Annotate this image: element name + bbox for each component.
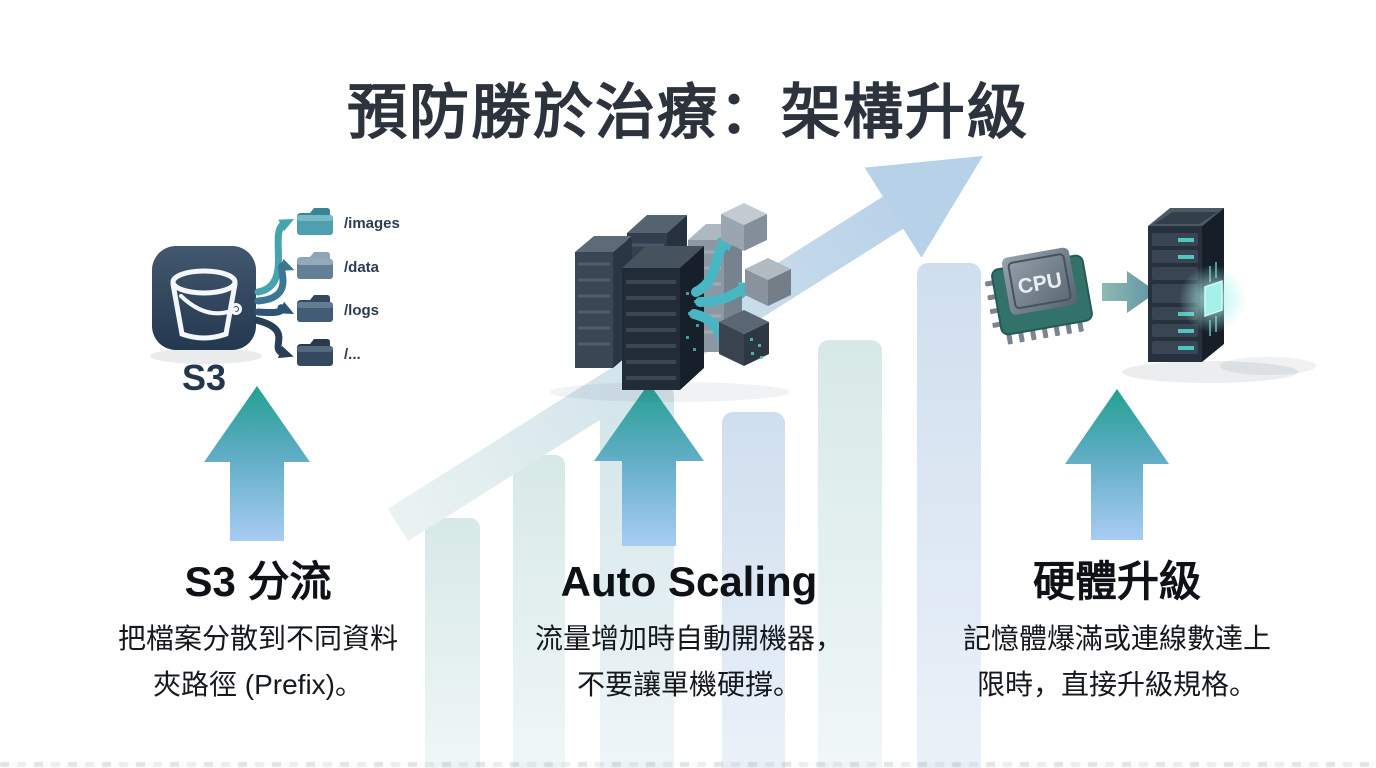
column-body-line: 流量增加時自動開機器， xyxy=(534,623,843,654)
server-tower-icon xyxy=(1148,208,1247,362)
up-arrow-right xyxy=(1065,389,1169,540)
folder-icon-rest xyxy=(297,339,333,366)
page-title: 預防勝於治療：架構升級 xyxy=(347,79,1029,146)
column-body-line: 記憶體爆滿或連線數達上 xyxy=(962,623,1271,654)
server-cube-icon xyxy=(745,258,791,306)
auto-scaling-illustration xyxy=(550,203,791,402)
column-body-line: 不要讓單機硬撐。 xyxy=(576,669,801,700)
bottom-edge-artifact xyxy=(0,762,1376,767)
column-autoscaling-text: Auto Scaling 流量增加時自動開機器， 不要讓單機硬撐。 xyxy=(489,556,889,708)
folder-label-data: /data xyxy=(344,259,380,276)
column-heading-s3: S3 分流 xyxy=(184,558,332,605)
folder-label-rest: /... xyxy=(344,346,361,363)
server-cube-icon xyxy=(719,310,769,366)
glowing-chip xyxy=(1204,279,1223,318)
folder-label-logs: /logs xyxy=(344,302,379,319)
folder-icon-images xyxy=(297,208,333,235)
upgrade-up-arrows xyxy=(204,383,1169,546)
folder-label-images: /images xyxy=(344,215,400,232)
s3-illustration: S3 /images /data xyxy=(150,208,400,398)
column-heading-autoscaling: Auto Scaling xyxy=(560,558,818,605)
column-heading-hardware: 硬體升級 xyxy=(1032,558,1201,605)
up-arrow-middle xyxy=(594,383,704,546)
column-s3-text: S3 分流 把檔案分散到不同資料 夾路徑 (Prefix)。 xyxy=(58,556,458,708)
column-body-line: 限時，直接升級規格。 xyxy=(976,669,1257,700)
column-body-line: 把檔案分散到不同資料 xyxy=(117,623,398,654)
upgrade-right-arrow xyxy=(1102,271,1157,313)
hardware-upgrade-illustration: CPU xyxy=(984,208,1316,383)
folder-icon-data xyxy=(297,252,333,279)
server-cube-icon xyxy=(721,203,767,251)
s3-bucket-icon xyxy=(152,246,256,350)
cpu-chip-icon: CPU xyxy=(984,247,1093,345)
s3-branch-arrows xyxy=(252,218,295,359)
folder-icon-logs xyxy=(297,295,333,322)
column-hardware-text: 硬體升級 記憶體爆滿或連線數達上 限時，直接升級規格。 xyxy=(917,556,1317,708)
column-body-line: 夾路徑 (Prefix)。 xyxy=(152,669,363,700)
up-arrow-left xyxy=(204,386,310,541)
s3-bucket-label: S3 xyxy=(182,357,226,398)
